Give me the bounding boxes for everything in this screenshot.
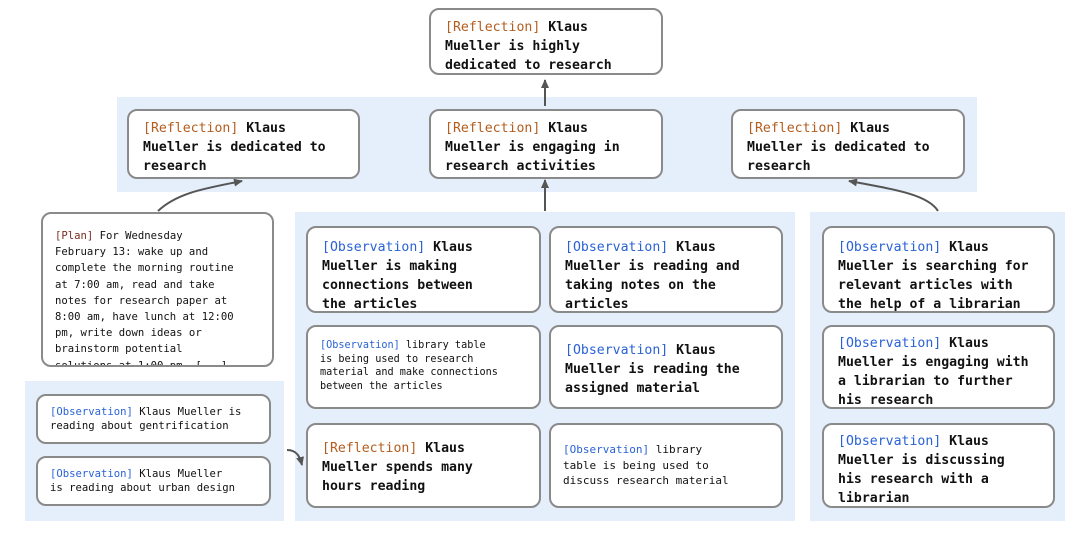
middle-center-reflection-box: [Reflection] Klaus Mueller is engaging i… <box>429 109 663 179</box>
reflection-text: Klaus Mueller is engaging in research ac… <box>445 121 620 174</box>
observation-text: library table is being used to research … <box>320 340 498 392</box>
observation-text: Klaus Mueller is making connections betw… <box>322 240 473 312</box>
right-observation-box-2: [Observation] Klaus Mueller is engaging … <box>822 325 1055 409</box>
right-observation-box-3: [Observation] Klaus Mueller is discussin… <box>822 423 1055 508</box>
middle-left-reflection-box: [Reflection] Klaus Mueller is dedicated … <box>127 109 360 179</box>
center-observation-box-3: [Observation] library table is being use… <box>306 325 541 409</box>
observation-tag: [Observation] <box>838 434 942 449</box>
top-reflection-box: [Reflection] Klaus Mueller is highly ded… <box>429 8 663 75</box>
lower-left-observation-box-2: [Observation] Klaus Mueller is reading a… <box>36 456 271 506</box>
observation-tag: [Observation] <box>322 240 426 255</box>
observation-text: Klaus Mueller is reading the assigned ma… <box>565 343 740 396</box>
center-observation-box-2: [Observation] Klaus Mueller is reading a… <box>549 226 783 313</box>
reflection-tag: [Reflection] <box>445 20 541 35</box>
center-observation-box-6: [Observation] library table is being use… <box>549 423 783 508</box>
observation-tag: [Observation] <box>565 343 669 358</box>
observation-text: Klaus Mueller is searching for relevant … <box>838 240 1029 312</box>
center-observation-box-4: [Observation] Klaus Mueller is reading t… <box>549 325 783 409</box>
observation-text: Klaus Mueller is engaging with a librari… <box>838 336 1029 408</box>
middle-right-reflection-box: [Reflection] Klaus Mueller is dedicated … <box>731 109 965 179</box>
reflection-tag: [Reflection] <box>322 441 418 456</box>
observation-text: library table is being used to discuss r… <box>563 443 729 487</box>
plan-tag: [Plan] <box>55 230 94 242</box>
center-reflection-box-5: [Reflection] Klaus Mueller spends many h… <box>306 423 541 508</box>
plan-text: For Wednesday February 13: wake up and c… <box>55 230 234 367</box>
observation-text: Klaus Mueller is reading about urban des… <box>50 468 235 494</box>
reflection-tag: [Reflection] <box>747 121 843 136</box>
right-observation-box-1: [Observation] Klaus Mueller is searching… <box>822 226 1055 313</box>
reflection-text: Klaus Mueller is dedicated to research <box>747 121 930 174</box>
observation-tag: [Observation] <box>50 468 133 480</box>
observation-tag: [Observation] <box>320 340 400 351</box>
observation-tag: [Observation] <box>563 443 650 456</box>
lower-left-observation-box-1: [Observation] Klaus Mueller is reading a… <box>36 394 271 444</box>
observation-text: Klaus Mueller is reading about gentrific… <box>50 406 242 432</box>
reflection-text: Klaus Mueller is highly dedicated to res… <box>445 20 612 73</box>
reflection-tag: [Reflection] <box>143 121 239 136</box>
observation-text: Klaus Mueller is discussing his research… <box>838 434 1005 506</box>
observation-tag: [Observation] <box>838 336 942 351</box>
plan-box: [Plan] For Wednesday February 13: wake u… <box>41 212 274 367</box>
reflection-text: Klaus Mueller spends many hours reading <box>322 441 473 494</box>
observation-text: Klaus Mueller is reading and taking note… <box>565 240 740 312</box>
observation-tag: [Observation] <box>50 406 133 418</box>
reflection-text: Klaus Mueller is dedicated to research <box>143 121 326 174</box>
observation-tag: [Observation] <box>565 240 669 255</box>
reflection-tag: [Reflection] <box>445 121 541 136</box>
center-observation-box-1: [Observation] Klaus Mueller is making co… <box>306 226 541 313</box>
observation-tag: [Observation] <box>838 240 942 255</box>
